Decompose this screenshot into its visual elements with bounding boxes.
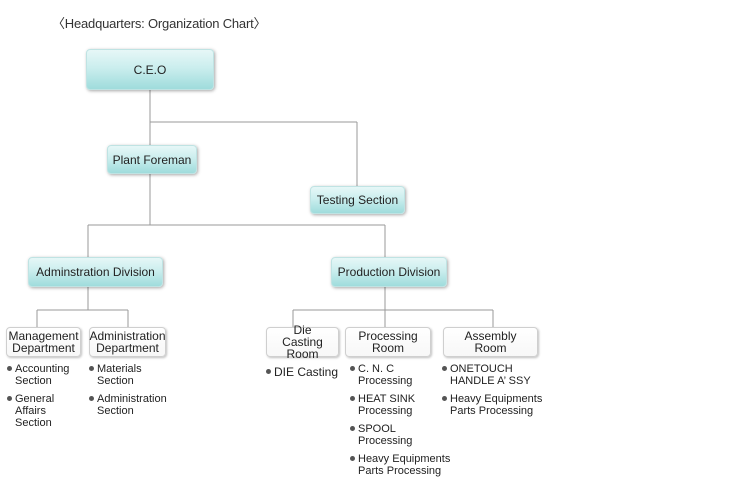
management-items: Accounting Section General Affairs Secti… (7, 363, 79, 435)
admin-division-box: Adminstration Division (28, 257, 163, 287)
list-item: Heavy Equipments Parts Processing (350, 453, 458, 477)
list-item: C. N. C Processing (350, 363, 423, 387)
list-item: Heavy Equipments Parts Processing (442, 393, 550, 417)
ceo-box: C.E.O (86, 49, 214, 90)
list-item: Administration Section (89, 393, 167, 417)
testing-section-box: Testing Section (310, 186, 405, 214)
production-division-box: Production Division (331, 257, 447, 287)
list-item: HEAT SINK Processing (350, 393, 428, 417)
list-item: SPOOL Processing (350, 423, 423, 447)
die-casting-room-box: Die Casting Room (266, 324, 339, 360)
processing-room-box: Processing Room (345, 327, 431, 357)
assembly-room-box: Assembly Room (443, 327, 538, 357)
administration-items: Materials Section Administration Section (89, 363, 167, 423)
list-item: General Affairs Section (7, 393, 65, 429)
list-item: Materials Section (89, 363, 147, 387)
assembly-items: ONETOUCH HANDLE A’ SSY Heavy Equipments … (442, 363, 552, 423)
chart-title: 〈Headquarters: Organization Chart〉 (52, 16, 267, 31)
processing-items: C. N. C Processing HEAT SINK Processing … (350, 363, 465, 483)
die-casting-items: DIE Casting (266, 366, 346, 384)
list-item: Accounting Section (7, 363, 79, 387)
list-item: DIE Casting (266, 366, 346, 378)
plant-foreman-box: Plant Foreman (107, 145, 197, 174)
list-item: ONETOUCH HANDLE A’ SSY (442, 363, 546, 387)
management-department-box: Management Department (6, 327, 81, 357)
administration-department-box: Administration Department (89, 327, 166, 357)
